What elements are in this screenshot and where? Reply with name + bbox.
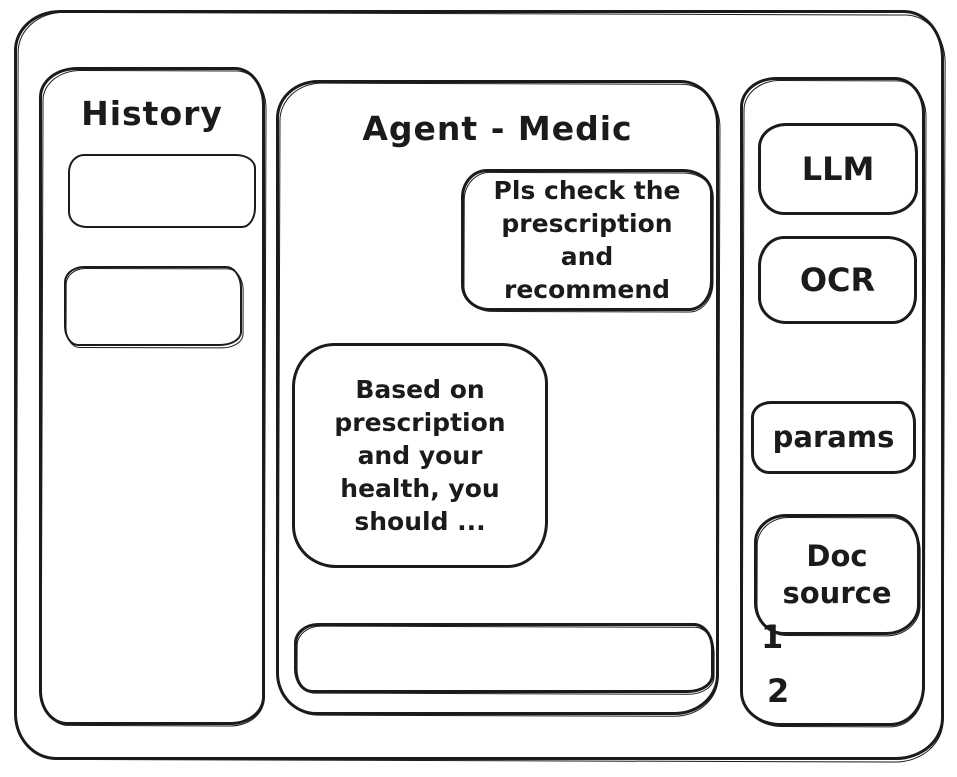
params-button[interactable]: params [751,401,916,474]
doc-source-button[interactable]: Doc source [754,514,920,635]
history-title: History [81,94,223,133]
history-panel: History [39,67,265,725]
assistant-message-bubble: Based on prescription and your health, y… [292,343,548,568]
ocr-button[interactable]: OCR [758,236,917,324]
tools-panel: LLM OCR params Doc source 1 2 [740,77,925,726]
chat-panel: Agent - Medic Pls check the prescription… [276,80,719,715]
doc-source-item-1[interactable]: 1 [761,618,784,656]
chat-title: Agent - Medic [362,109,633,148]
message-input[interactable] [297,626,711,690]
message-input-box[interactable] [294,623,714,693]
history-item[interactable] [64,266,242,346]
app-window: History Agent - Medic Pls check the pres… [14,10,944,760]
llm-button[interactable]: LLM [758,123,918,215]
history-item[interactable] [68,154,256,228]
doc-source-item-2[interactable]: 2 [767,672,790,710]
user-message-bubble: Pls check the prescription and recommend [461,169,713,311]
